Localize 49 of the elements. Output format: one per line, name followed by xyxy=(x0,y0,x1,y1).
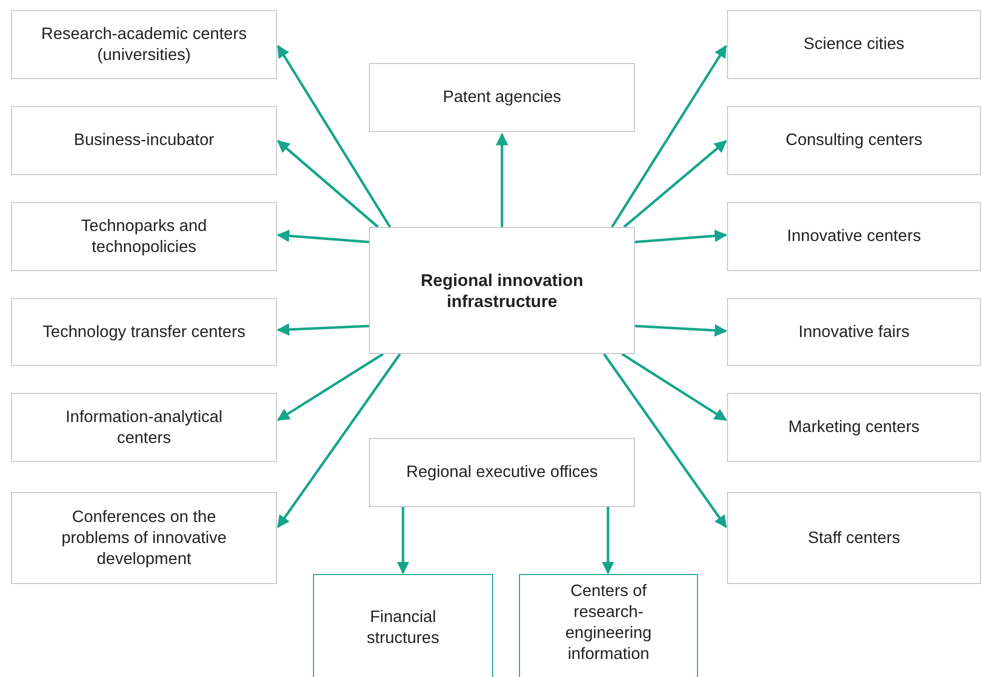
process-box xyxy=(519,574,698,677)
arrow xyxy=(276,353,402,528)
node-label: Business-incubator xyxy=(74,130,214,151)
node-label: Conferences on the problems of innovative development xyxy=(60,506,228,570)
process-box xyxy=(11,202,277,271)
process-box xyxy=(727,393,981,462)
node-label: Research-academic centers (universities) xyxy=(40,24,248,66)
arrow xyxy=(634,230,728,244)
node-label: Consulting centers xyxy=(786,130,922,151)
node-label: Marketing centers xyxy=(788,417,920,438)
process-box xyxy=(11,106,277,175)
node-label: Regional innovation infrastructure xyxy=(420,270,584,312)
arrow xyxy=(634,324,728,337)
arrow xyxy=(621,352,728,422)
process-box xyxy=(727,492,981,584)
process-box xyxy=(11,393,277,462)
arrow xyxy=(496,132,508,227)
arrow xyxy=(623,140,727,228)
arrow xyxy=(277,140,379,228)
process-box xyxy=(727,202,981,271)
node-label: Staff centers xyxy=(808,528,900,548)
arrow xyxy=(602,353,728,528)
process-box xyxy=(369,438,635,507)
node-label: Information-analytical centers xyxy=(64,406,224,448)
node-label: Regional executive offices xyxy=(406,462,598,483)
arrow xyxy=(276,230,370,244)
node-label: Technology transfer centers xyxy=(42,322,246,342)
process-box xyxy=(11,492,277,584)
node-label: Science cities xyxy=(804,34,904,55)
process-box xyxy=(727,106,981,175)
arrow xyxy=(610,44,728,228)
process-box xyxy=(727,298,981,366)
process-box xyxy=(369,63,635,132)
arrow xyxy=(396,507,410,574)
node-label: Innovative fairs xyxy=(798,322,910,342)
arrow xyxy=(276,44,392,228)
node-label: Technoparks and technopolicies xyxy=(80,216,208,258)
node-label: Financial structures xyxy=(366,607,440,649)
process-box xyxy=(727,10,981,79)
arrow xyxy=(276,352,384,422)
process-box xyxy=(313,574,493,677)
arrow xyxy=(276,323,370,336)
process-box xyxy=(369,227,635,354)
node-label: Centers of research-engineering information xyxy=(564,581,653,665)
arrow xyxy=(602,507,614,574)
node-label: Innovative centers xyxy=(787,226,921,247)
process-box xyxy=(11,10,277,79)
process-box xyxy=(11,298,277,366)
node-label: Patent agencies xyxy=(442,87,562,108)
